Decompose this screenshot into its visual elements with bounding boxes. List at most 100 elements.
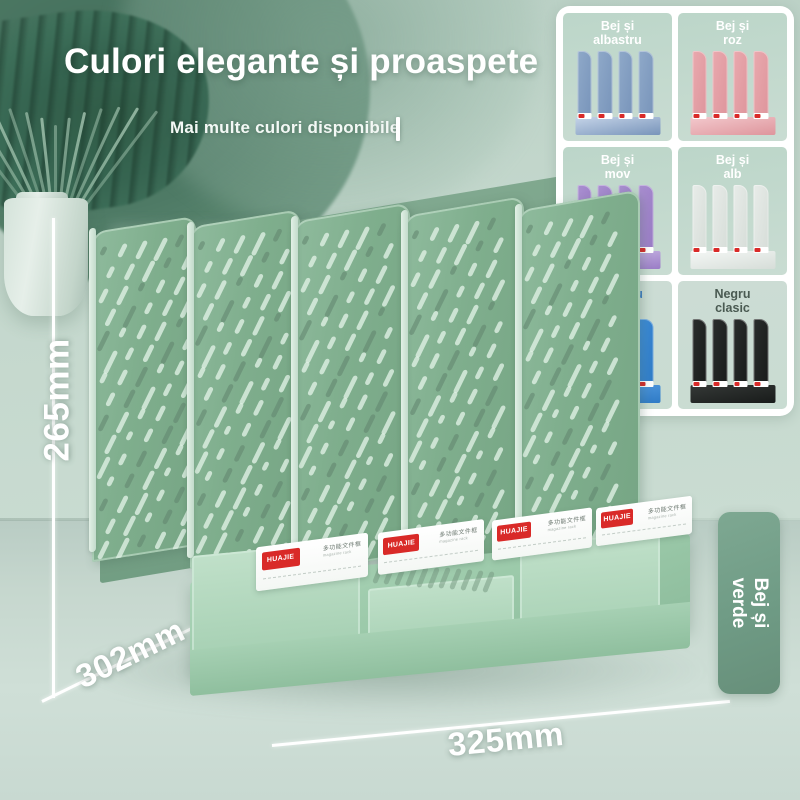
- perforation-slot: [239, 254, 254, 278]
- perforation-slot: [278, 248, 291, 266]
- perforation-slot: [416, 291, 429, 311]
- selected-color-tab[interactable]: Bej și verde: [718, 512, 780, 694]
- perforation-slot: [343, 458, 358, 480]
- perforation-slot: [215, 321, 226, 333]
- thumbnail-divider: [712, 319, 728, 387]
- perforation-slot: [601, 294, 610, 306]
- perforation-slot: [542, 346, 555, 364]
- perforation-slot: [324, 503, 339, 526]
- perforation-slot: [201, 428, 216, 450]
- perforation-slot: [279, 332, 290, 346]
- perforation-slot: [194, 324, 209, 347]
- perforation-slot: [493, 446, 504, 462]
- perforation-slot: [435, 456, 448, 473]
- perforation-slot: [383, 452, 394, 468]
- perforation-slot: [467, 345, 478, 358]
- perforation-slot: [569, 279, 580, 293]
- perforation-slot: [136, 407, 147, 420]
- perforation-slot: [606, 356, 619, 376]
- perforation-slot: [232, 360, 247, 383]
- perforation-slot: [297, 445, 314, 470]
- perforation-slot: [173, 359, 186, 376]
- perforation-slot: [214, 363, 227, 381]
- perforation-slot: [337, 438, 350, 457]
- perforation-slot: [252, 399, 265, 417]
- perforation-slot: [143, 511, 154, 523]
- perforation-slot: [375, 348, 388, 365]
- perforation-slot: [123, 472, 136, 489]
- perforation-slot: [563, 259, 572, 270]
- perforation-slot: [562, 385, 573, 398]
- thumbnail-base-tray: [689, 116, 776, 135]
- perforation-slot: [416, 501, 429, 519]
- perforation-slot: [579, 424, 594, 448]
- perforation-slot: [141, 469, 156, 491]
- color-variant-6[interactable]: Negru clasic: [678, 281, 787, 409]
- thumbnail-divider: [618, 51, 633, 119]
- perforation-slot: [323, 294, 340, 318]
- perforation-slot: [581, 340, 592, 352]
- color-variant-thumbnail: [689, 51, 776, 135]
- color-variant-2[interactable]: Bej și roz: [678, 13, 787, 141]
- perforation-slot: [231, 486, 248, 511]
- thumbnail-brand-badge: [598, 113, 605, 118]
- perforation-slot: [233, 318, 246, 335]
- perforation-slot: [567, 237, 582, 261]
- perforation-slot: [587, 276, 600, 294]
- perforation-slot: [153, 447, 168, 470]
- perforation-slot: [561, 301, 574, 318]
- perforation-slot: [492, 362, 505, 382]
- brand-name: HUAJIE: [387, 538, 416, 550]
- perforation-slot: [304, 339, 321, 364]
- perforation-slot: [221, 257, 234, 276]
- perforation-slot: [335, 481, 352, 505]
- perforation-slot: [251, 441, 266, 465]
- vase-decor: [4, 198, 88, 316]
- perforation-slot: [142, 343, 155, 363]
- thumbnail-label-tag: [577, 112, 592, 119]
- perforation-slot: [428, 478, 441, 498]
- perforation-slot: [279, 458, 290, 474]
- perforation-slot: [143, 301, 154, 315]
- perforation-slot: [278, 374, 291, 394]
- perforation-slot: [261, 461, 270, 472]
- perforation-slot: [159, 340, 176, 365]
- color-variant-label: Bej și mov: [600, 153, 635, 181]
- perforation-slot: [606, 230, 619, 248]
- perforation-slot: [607, 314, 618, 328]
- selected-color-label: Bej și verde: [728, 577, 771, 629]
- perforation-slot: [493, 320, 504, 334]
- perforation-slot: [141, 259, 156, 283]
- perforation-slot: [155, 278, 166, 294]
- color-variant-thumbnail: [689, 319, 776, 403]
- thumbnail-base-tray: [574, 116, 661, 135]
- color-variant-1[interactable]: Bej și albastru: [563, 13, 672, 141]
- perforation-slot: [253, 357, 264, 369]
- thumbnail-divider: [733, 51, 748, 119]
- perforation-slot: [342, 374, 359, 400]
- brand-name: HUAJIE: [603, 513, 631, 524]
- perforation-slot: [599, 336, 612, 353]
- thumbnail-brand-badge: [734, 247, 740, 252]
- thumbnail-label-tag: [753, 246, 769, 253]
- label-chinese-subtext: magazine rack: [322, 549, 352, 558]
- perforation-slot: [560, 217, 575, 238]
- perforation-slot: [377, 306, 386, 317]
- color-variant-4[interactable]: Bej și alb: [678, 147, 787, 275]
- thumbnail-divider: [638, 185, 654, 253]
- perforation-slot: [529, 411, 544, 433]
- perforation-slot: [454, 327, 467, 347]
- perforation-slot: [485, 468, 498, 487]
- perforation-slot: [433, 288, 450, 313]
- perforation-slot: [195, 408, 208, 427]
- perforation-slot: [569, 405, 580, 421]
- perforation-slot: [525, 223, 534, 235]
- perforation-slot: [530, 285, 543, 305]
- perforation-slot: [475, 449, 484, 461]
- perforation-slot: [541, 262, 556, 284]
- perforation-slot: [222, 341, 233, 356]
- thumbnail-label-tag: [733, 246, 748, 253]
- thumbnail-divider: [733, 319, 748, 387]
- thumbnail-label-tag: [733, 380, 748, 387]
